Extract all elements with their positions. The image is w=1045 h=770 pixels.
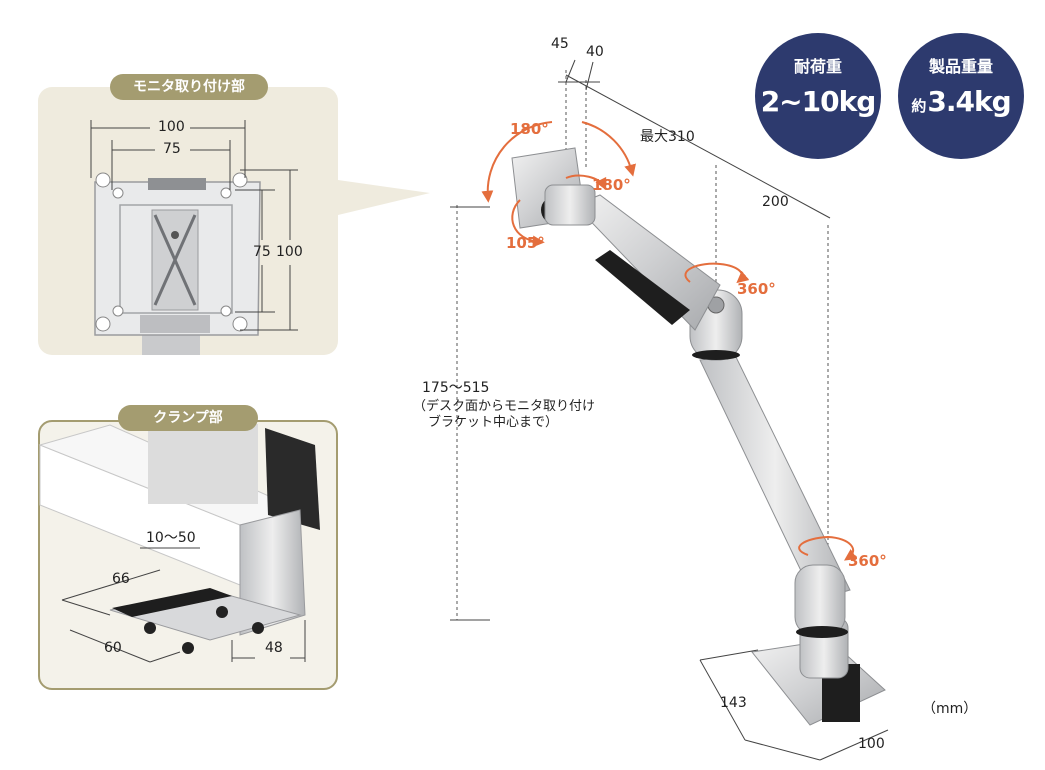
- arm-height-range: 175〜515: [422, 380, 490, 396]
- clamp-dimension-lines: [61, 547, 306, 663]
- arm-dim-200: 200: [762, 194, 789, 210]
- arm-max-reach: 最大310: [640, 129, 695, 145]
- elbow-360-label: 360°: [737, 280, 776, 298]
- clamp-depth-66: 66: [112, 571, 130, 587]
- load-capacity-badge: 耐荷重 2~10kg: [755, 33, 881, 159]
- load-capacity-label: 耐荷重: [793, 57, 842, 76]
- arm-height-note-2: ブラケット中心まで）: [428, 415, 559, 430]
- arm-dimension-lines: [450, 59, 889, 761]
- mount-section-title: モニタ取り付け部: [110, 74, 268, 100]
- product-weight-label: 製品重量: [928, 57, 993, 76]
- callout-pointer: [338, 180, 430, 215]
- base-depth-143: 143: [720, 695, 747, 711]
- vesa-plate-drawing: [94, 172, 261, 355]
- arm-guide-lines: [456, 70, 829, 620]
- clamp-width-48: 48: [265, 640, 283, 656]
- clamp-drawing: [38, 424, 320, 654]
- mount-width-100: 100: [158, 119, 185, 135]
- tilt-180-label: 180°: [510, 120, 549, 138]
- unit-label: （mm）: [922, 701, 978, 717]
- arm-dim-45: 45: [551, 36, 569, 52]
- product-weight-value-row: 約3.4kg: [898, 85, 1024, 118]
- base-360-label: 360°: [848, 552, 887, 570]
- mount-height-100: 100: [276, 244, 303, 260]
- mount-dimension-lines: [90, 120, 298, 331]
- swivel-180-label: 180°: [592, 176, 631, 194]
- product-weight-badge: 製品重量 約3.4kg: [898, 33, 1024, 159]
- load-capacity-value: 2~10kg: [760, 85, 877, 118]
- arm-height-note-1: （デスク面からモニタ取り付け: [413, 399, 596, 414]
- clamp-section-title: クランプ部: [118, 405, 258, 431]
- base-width-100: 100: [858, 736, 885, 752]
- clamp-desk-thickness: 10〜50: [146, 530, 196, 546]
- mount-width-75: 75: [163, 141, 181, 157]
- rotation-arrows: [481, 121, 858, 561]
- clamp-width-60: 60: [104, 640, 122, 656]
- product-weight-value: 3.4kg: [927, 85, 1011, 118]
- mount-height-75: 75: [253, 244, 271, 260]
- arm-dim-40: 40: [586, 44, 604, 60]
- tilt-105-label: 105°: [506, 234, 545, 252]
- product-weight-prefix: 約: [911, 97, 927, 115]
